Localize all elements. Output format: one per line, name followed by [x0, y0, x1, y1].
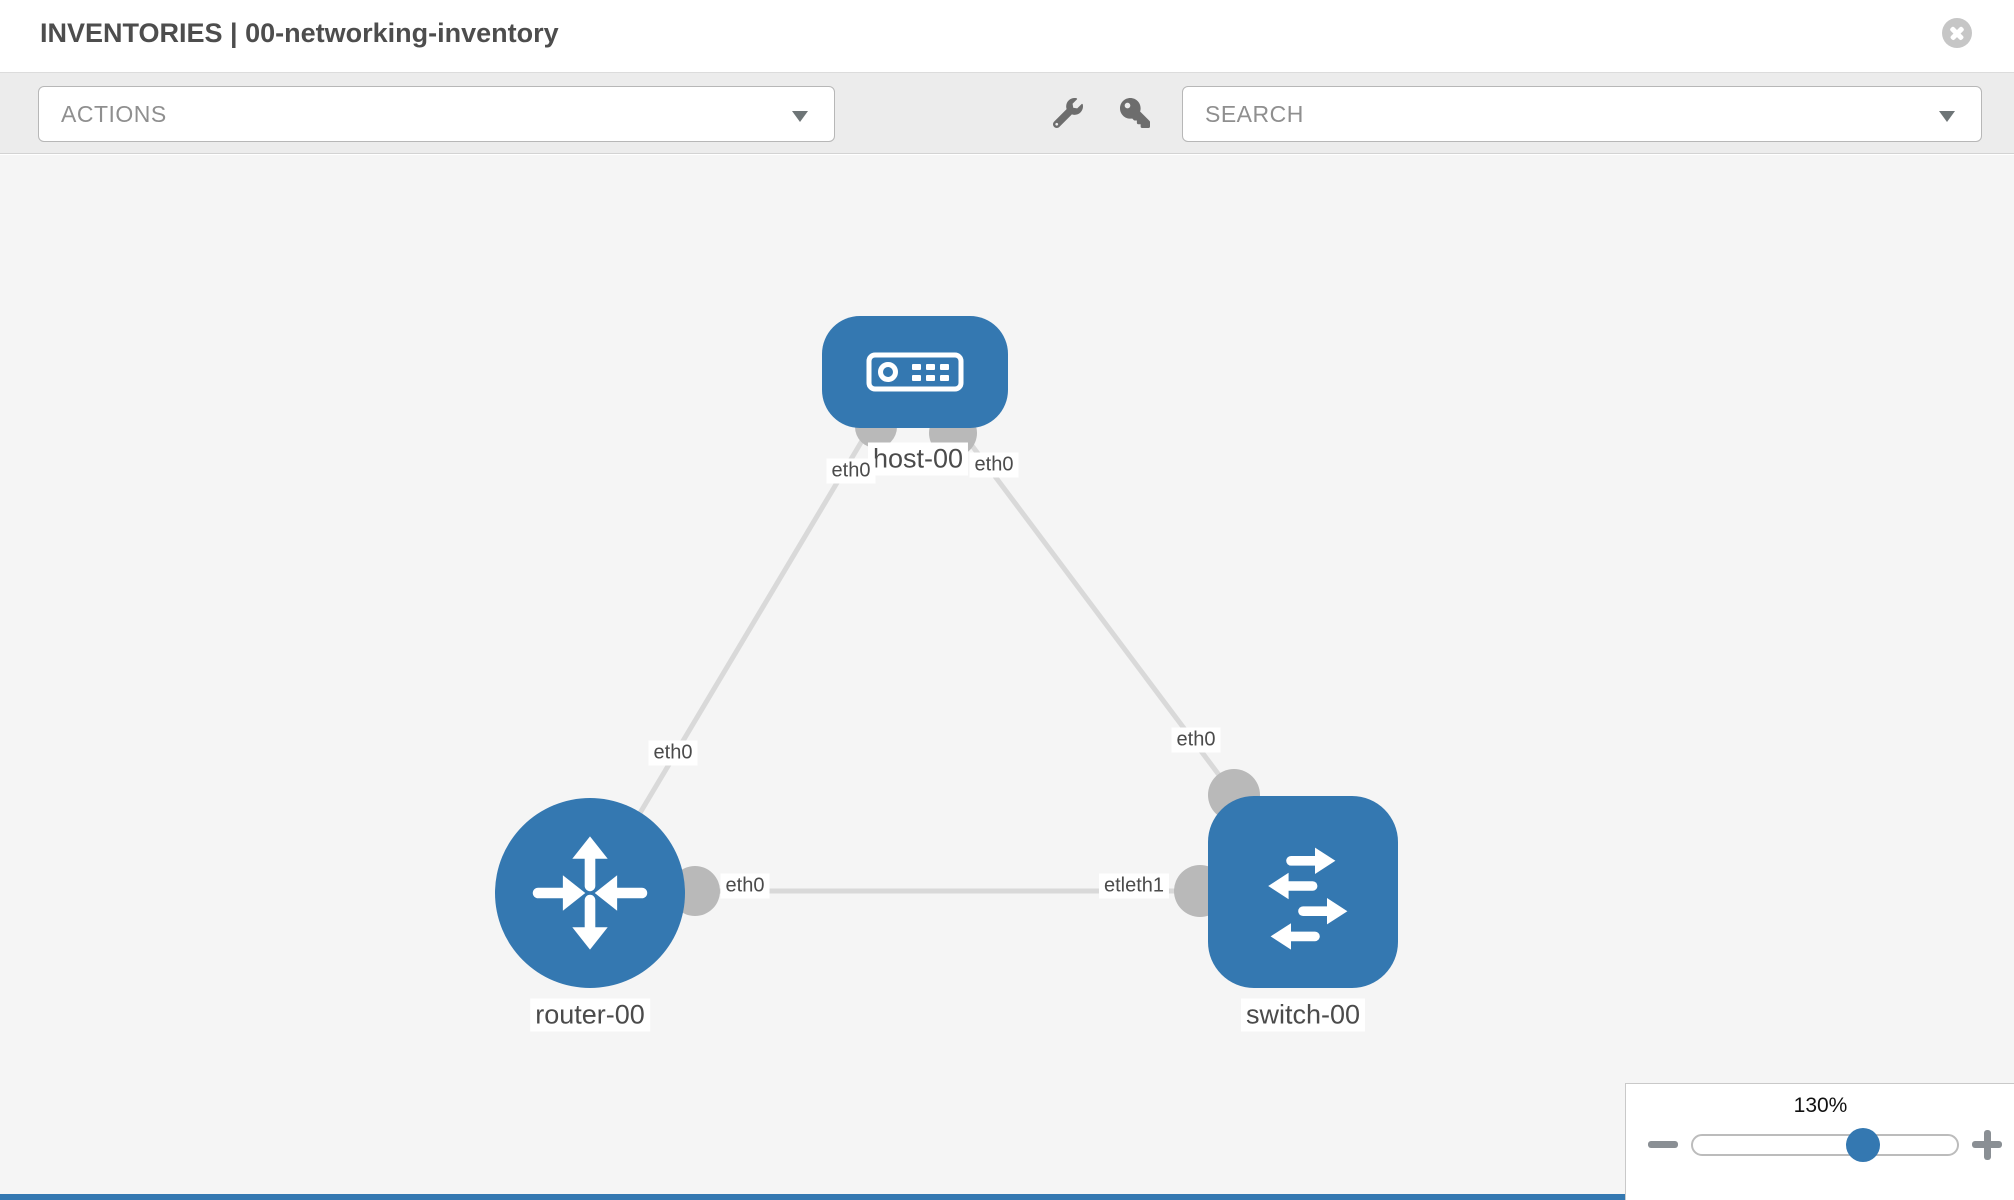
zoom-out-button[interactable] [1648, 1141, 1678, 1148]
toolbar: ACTIONS SEARCH [0, 72, 2014, 154]
topology-canvas[interactable]: host-00 eth0 eth0 eth0 eth0 eth0 etleth1… [0, 155, 2014, 1200]
interface-label: eth0 [826, 458, 876, 484]
node-router-00[interactable] [495, 798, 685, 988]
close-button[interactable] [1942, 18, 1972, 48]
configure-tools-button[interactable] [1048, 93, 1088, 133]
header: INVENTORIES | 00-networking-inventory [0, 0, 2014, 72]
chevron-down-icon [792, 111, 808, 122]
zoom-slider-track[interactable] [1691, 1134, 1959, 1156]
node-label-host-00: host-00 [867, 442, 969, 476]
chevron-down-icon [1939, 111, 1955, 122]
key-credentials-button[interactable] [1115, 93, 1155, 133]
page-title: INVENTORIES | 00-networking-inventory [40, 18, 559, 48]
actions-dropdown[interactable]: ACTIONS [38, 86, 835, 142]
interface-label: eth0 [1171, 727, 1221, 753]
node-label-router-00: router-00 [530, 998, 650, 1032]
router-icon [532, 836, 648, 950]
interface-label: etleth1 [1098, 873, 1170, 899]
topology-links-layer [637, 406, 1260, 917]
interface-label: eth0 [648, 740, 698, 766]
zoom-level-value: 130% [1793, 1094, 1848, 1117]
key-icon [1120, 98, 1150, 128]
zoom-slider-thumb[interactable] [1846, 1128, 1880, 1162]
actions-dropdown-label: ACTIONS [61, 100, 167, 127]
wrench-icon [1053, 98, 1083, 128]
zoom-control-panel: 130% [1625, 1083, 2014, 1200]
switch-icon [1268, 847, 1348, 950]
node-host-00[interactable] [822, 316, 1008, 428]
interface-label: eth0 [720, 873, 770, 899]
interface-label: eth0 [969, 452, 1019, 478]
search-dropdown[interactable]: SEARCH [1182, 86, 1982, 142]
search-dropdown-label: SEARCH [1205, 100, 1304, 127]
host-icon [866, 352, 964, 392]
zoom-in-button[interactable] [1972, 1129, 2002, 1160]
node-switch-00[interactable] [1208, 796, 1398, 988]
node-label-switch-00: switch-00 [1240, 998, 1366, 1032]
page-bottom-edge [0, 1194, 1625, 1200]
